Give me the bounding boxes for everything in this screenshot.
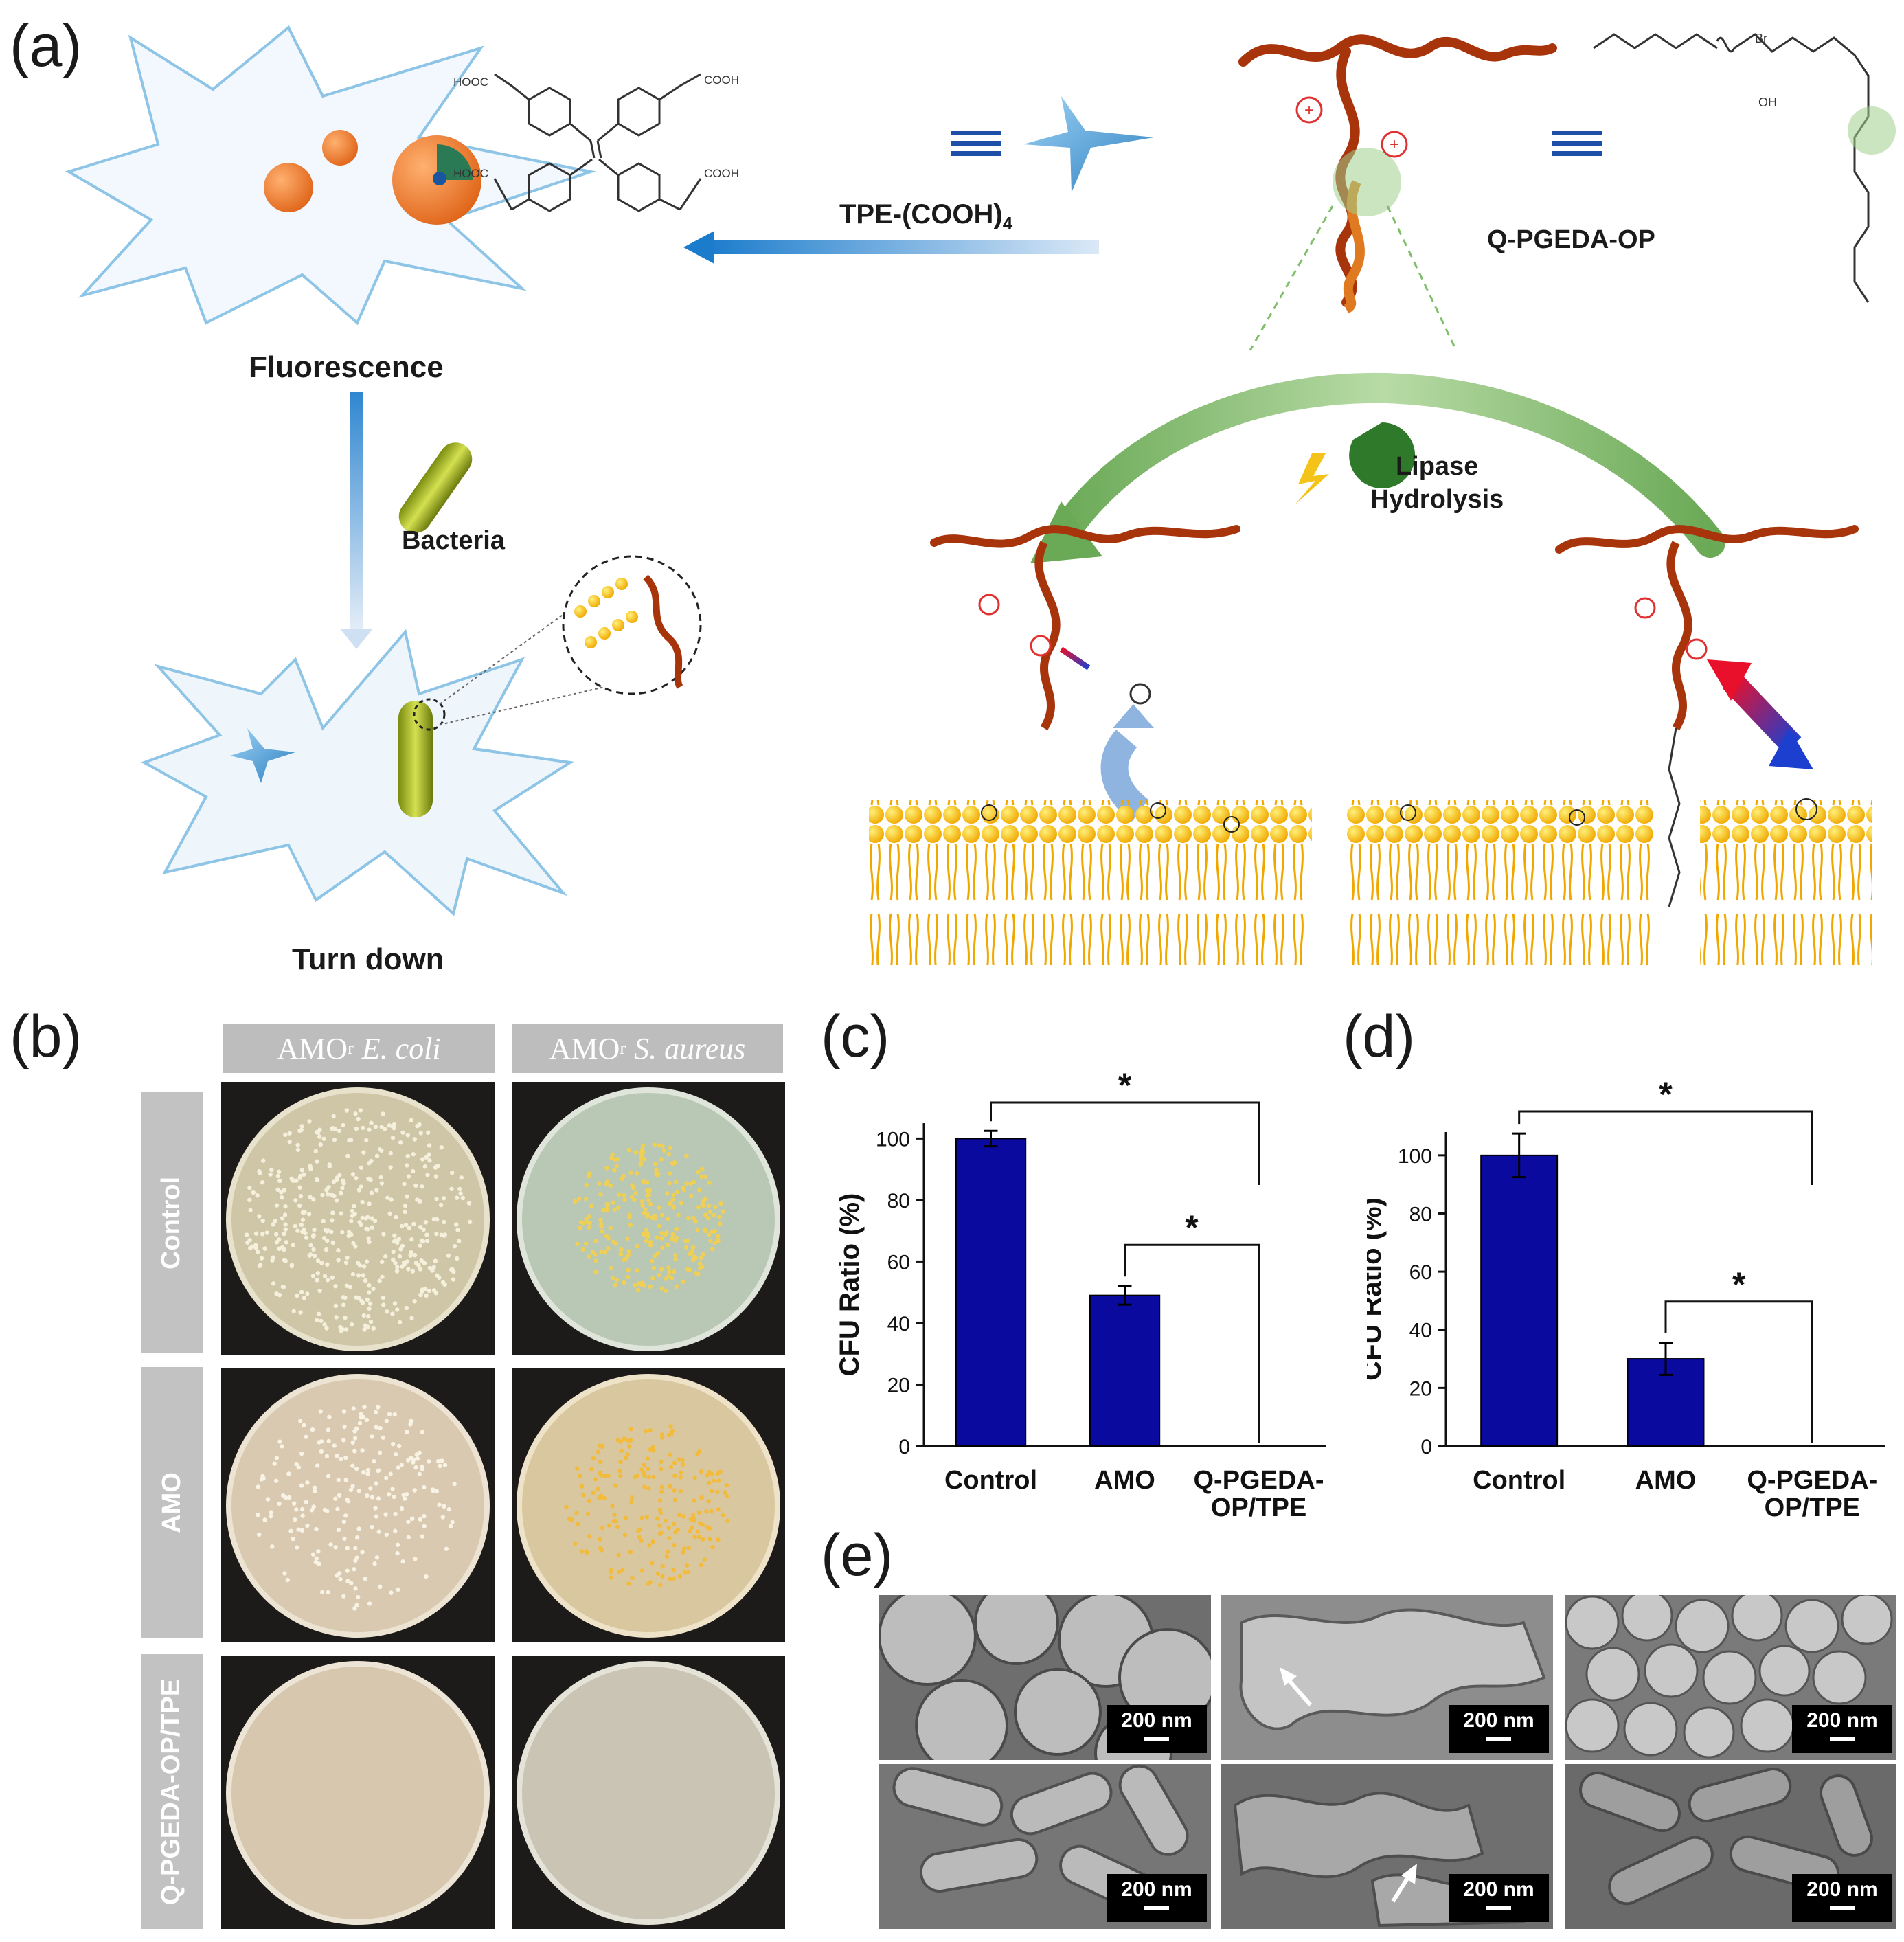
- br-label: Br: [1755, 32, 1767, 45]
- x-tick-label: AMO: [1094, 1466, 1155, 1495]
- cooh-bottom-label: COOH: [704, 167, 739, 180]
- panel-a-schematic: HOOC COOH HOOC COOH + + Br OH: [65, 25, 1896, 965]
- significance-bracket: [990, 1101, 1260, 1185]
- lightning-icon: [1295, 453, 1329, 505]
- panel-a-label: (a): [10, 13, 82, 79]
- plate-qpgeda-ecoli: [221, 1656, 495, 1929]
- hooc-top-label: HOOC: [453, 76, 488, 89]
- row-label-amo: AMO: [141, 1367, 203, 1638]
- bar: [1480, 1154, 1559, 1447]
- panel-c-label: (c): [821, 1004, 890, 1070]
- hooc-bottom-label: HOOC: [453, 167, 488, 180]
- y-tick-label: 60: [887, 1251, 910, 1274]
- plate-control-saureus: [512, 1082, 785, 1355]
- significance-bracket: [1124, 1243, 1260, 1443]
- x-tick-label: Control: [944, 1466, 1037, 1495]
- svg-text:+: +: [1304, 101, 1314, 120]
- oh-label: OH: [1758, 95, 1777, 109]
- significance-star: *: [1659, 1075, 1673, 1114]
- scale-bar-6: 200 nm: [1792, 1874, 1892, 1922]
- y-tick-label: 80: [887, 1190, 910, 1212]
- x-tick-label: OP/TPE: [1211, 1493, 1306, 1522]
- tpe-star-icon: [1023, 96, 1154, 192]
- bacteria-label: Bacteria: [402, 526, 505, 555]
- y-tick-label: 20: [1409, 1377, 1432, 1400]
- sem-image-6: 200 nm: [1565, 1764, 1896, 1929]
- sem-image-3: 200 nm: [1565, 1595, 1896, 1760]
- x-tick-label: Q-PGEDA-: [1747, 1466, 1877, 1495]
- x-tick-label: OP/TPE: [1765, 1493, 1860, 1522]
- plate-control-ecoli: [221, 1082, 495, 1355]
- polymer-name: Q-PGEDA-OP: [1487, 225, 1655, 254]
- scale-bar-4: 200 nm: [1107, 1874, 1207, 1922]
- row-label-qpgeda: Q-PGEDA-OP/TPE: [141, 1654, 203, 1929]
- plate-qpgeda-saureus: [512, 1656, 785, 1929]
- significance-star: *: [1732, 1265, 1746, 1304]
- y-tick-label: 80: [1409, 1203, 1432, 1226]
- significance-bracket: [1664, 1300, 1813, 1443]
- scale-bar-2: 200 nm: [1449, 1705, 1549, 1753]
- arrow-down: [350, 392, 363, 632]
- lipase-icon: [1349, 422, 1416, 488]
- plate-amo-ecoli: [221, 1368, 495, 1642]
- tpe-name: TPE-(COOH)4: [839, 199, 1013, 234]
- panel-b-label: (b): [10, 1004, 82, 1070]
- y-tick-label: 40: [1409, 1320, 1432, 1342]
- y-axis-label: CFU Ratio (%): [1367, 1197, 1387, 1381]
- bacteria-icon: [398, 442, 473, 533]
- sem-image-2: 200 nm: [1221, 1595, 1553, 1760]
- equals-sign-1: [951, 131, 1001, 156]
- sem-image-1: 200 nm: [879, 1595, 1211, 1760]
- arrow-left: [707, 240, 1099, 254]
- panel-e-label: (e): [821, 1522, 894, 1588]
- significance-star: *: [1185, 1208, 1199, 1247]
- fluorescence-label: Fluorescence: [249, 350, 444, 384]
- membrane-left: [869, 800, 1312, 965]
- sem-image-4: 200 nm: [879, 1764, 1211, 1929]
- scale-bar-5: 200 nm: [1449, 1874, 1549, 1922]
- panel-d-label: (d): [1343, 1004, 1416, 1070]
- row-label-control: Control: [141, 1092, 203, 1353]
- membrane-right: [1700, 800, 1872, 965]
- y-tick-label: 60: [1409, 1261, 1432, 1284]
- y-tick-label: 100: [876, 1128, 910, 1151]
- x-tick-label: Control: [1473, 1466, 1565, 1495]
- x-tick-label: AMO: [1635, 1466, 1697, 1495]
- bar: [955, 1138, 1027, 1447]
- significance-star: *: [1118, 1066, 1132, 1105]
- y-tick-label: 0: [1420, 1436, 1432, 1458]
- y-tick-label: 100: [1398, 1145, 1432, 1168]
- y-tick-label: 40: [887, 1313, 910, 1335]
- equals-sign-2: [1552, 131, 1602, 156]
- scale-bar-3: 200 nm: [1792, 1705, 1892, 1753]
- x-tick-label: Q-PGEDA-: [1194, 1466, 1324, 1495]
- plate-amo-saureus: [512, 1368, 785, 1642]
- membrane-middle: [1346, 800, 1655, 965]
- sem-image-5: 200 nm: [1221, 1764, 1553, 1929]
- y-axis-label: CFU Ratio (%): [835, 1193, 865, 1377]
- y-tick-label: 0: [898, 1436, 910, 1458]
- turn-down-label: Turn down: [292, 942, 444, 976]
- cooh-top-label: COOH: [704, 74, 739, 87]
- y-tick-label: 20: [887, 1374, 910, 1397]
- scale-bar-1: 200 nm: [1107, 1705, 1207, 1753]
- svg-text:+: +: [1390, 135, 1399, 154]
- significance-bracket: [1518, 1110, 1813, 1185]
- bar: [1089, 1294, 1161, 1447]
